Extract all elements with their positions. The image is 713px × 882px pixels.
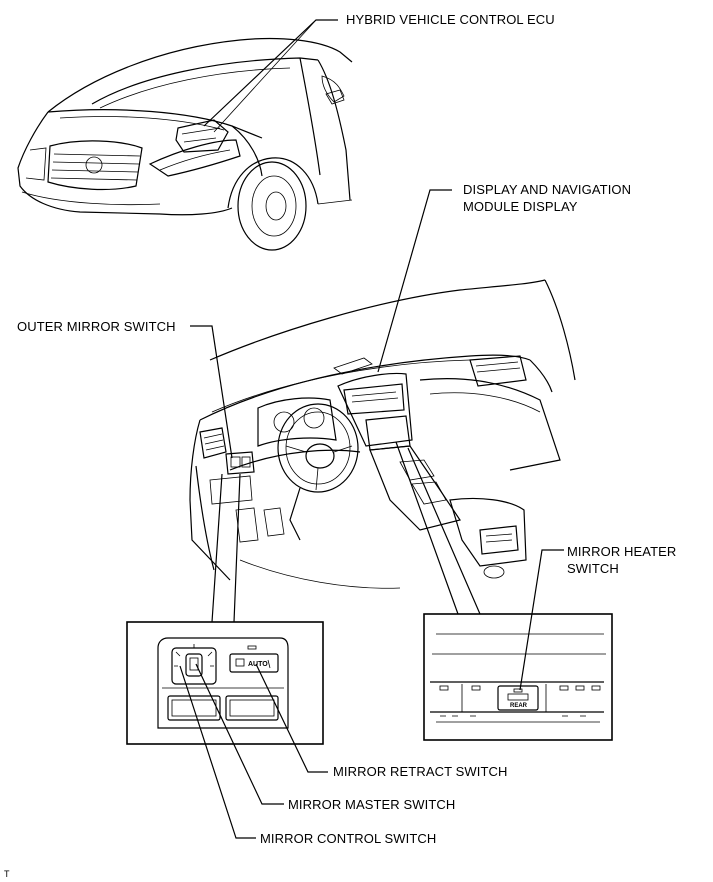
leader-mirror-master — [195, 663, 284, 805]
callout-outer-mirror-inset — [211, 473, 241, 623]
leader-mirror-control — [179, 665, 256, 839]
label-mirror-heater-line1: MIRROR HEATER — [567, 544, 677, 559]
callout-heater-inset — [395, 441, 481, 615]
label-display-and-navigation-module-display: DISPLAY AND NAVIGATION MODULE DISPLAY — [463, 181, 703, 215]
leader-display-nav — [377, 189, 452, 373]
inset-mirror-heater-switch: REAR — [423, 613, 613, 741]
inset-auto-text: AUTO — [248, 661, 268, 668]
leader-mirror-retract — [255, 663, 328, 773]
label-mirror-control-switch: MIRROR CONTROL SWITCH — [260, 831, 437, 846]
reference-code: T — [4, 869, 10, 879]
label-hybrid-vehicle-control-ecu: HYBRID VEHICLE CONTROL ECU — [346, 12, 555, 27]
inset-outer-mirror-switch: AUTO — [126, 621, 324, 745]
label-mirror-master-switch: MIRROR MASTER SWITCH — [288, 797, 456, 812]
leader-hybrid-ecu — [203, 19, 338, 127]
label-mirror-heater-line2: SWITCH — [567, 561, 619, 576]
vehicle-exterior-drawing — [17, 37, 353, 251]
inset-rear-text: REAR — [510, 703, 528, 709]
vehicle-interior-drawing — [189, 279, 576, 589]
label-outer-mirror-switch: OUTER MIRROR SWITCH — [17, 319, 176, 334]
leader-outer-mirror — [190, 325, 233, 459]
leader-mirror-heater — [519, 549, 564, 691]
leader-hybrid-ecu-2 — [213, 19, 317, 133]
label-mirror-retract-switch: MIRROR RETRACT SWITCH — [333, 764, 508, 779]
label-display-nav-line2: MODULE DISPLAY — [463, 199, 578, 214]
label-mirror-heater-switch: MIRROR HEATER SWITCH — [567, 543, 707, 577]
label-display-nav-line1: DISPLAY AND NAVIGATION — [463, 182, 632, 197]
